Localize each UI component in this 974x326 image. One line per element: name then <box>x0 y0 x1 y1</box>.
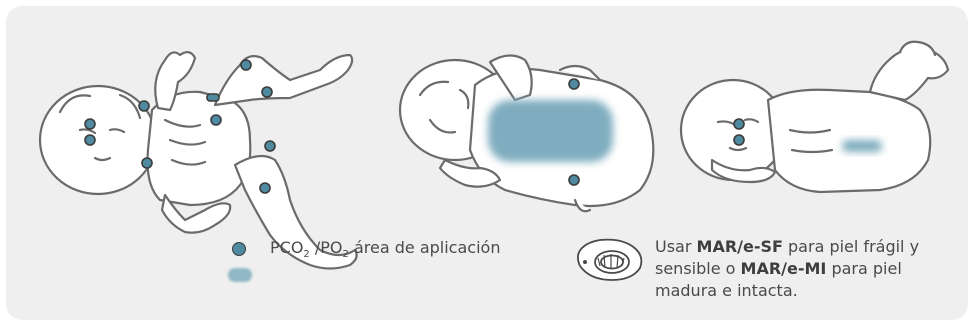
sensor-site-dot-icon <box>84 134 96 146</box>
fixation-ring-icon <box>577 238 643 281</box>
sensor-site-dot-icon <box>568 78 580 90</box>
application-area-back <box>488 100 613 162</box>
sensor-site-dot-icon <box>206 93 220 102</box>
legend-area-row <box>228 268 252 282</box>
sensor-ring-note: Usar MAR/e-SF para piel frágil y sensibl… <box>655 237 920 300</box>
sensor-site-dot-icon <box>138 100 150 112</box>
sensor-site-dot-icon <box>232 242 246 257</box>
sensor-site-dot-icon <box>568 174 580 186</box>
sensor-site-dot-icon <box>264 140 276 152</box>
sensor-site-dots <box>84 59 745 194</box>
sensor-site-dot-icon <box>210 114 222 126</box>
application-area-icon <box>228 268 252 282</box>
sensor-site-dot-icon <box>84 118 96 130</box>
infant-supine-figure <box>38 51 358 270</box>
sensor-site-dot-icon <box>733 134 745 146</box>
infant-side-figure <box>679 40 950 194</box>
sensor-site-dot-icon <box>733 118 745 130</box>
legend-dot-label: PCO2 /PO2 área de aplicación <box>270 238 501 261</box>
sensor-site-dot-icon <box>141 157 153 169</box>
sensor-site-dot-icon <box>240 59 252 71</box>
sensor-site-dot-icon <box>259 182 271 194</box>
legend-dot-row: PCO2 /PO2 área de aplicación <box>232 238 500 260</box>
application-area-flank <box>842 140 882 152</box>
sensor-site-dot-icon <box>261 86 273 98</box>
